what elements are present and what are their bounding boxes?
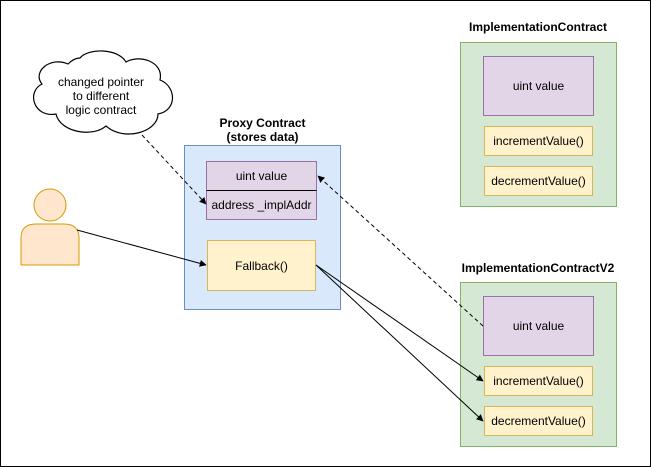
pointer-note-connector xyxy=(141,134,207,205)
proxy-title-line1: Proxy Contract xyxy=(219,116,306,130)
proxy-title-line2: (stores data) xyxy=(226,130,299,144)
impl-v1-title: ImplementationContract xyxy=(468,20,607,34)
impl-v2-title: ImplementationContractV2 xyxy=(461,261,615,275)
proxy-storage-impl-addr: address _implAddr xyxy=(206,190,317,220)
impl-v2-increment-function: incrementValue() xyxy=(484,366,593,396)
proxy-title: Proxy Contract (stores data) xyxy=(184,116,341,144)
cloud-note-line2: to different xyxy=(72,89,130,103)
delegate-decrement-connector xyxy=(315,264,484,422)
user-icon xyxy=(20,188,80,266)
cloud-shape xyxy=(33,50,174,135)
proxy-fallback-function: Fallback() xyxy=(207,240,316,291)
proxy-storage-value: uint value xyxy=(206,161,317,191)
cloud-note-line1: changed pointer xyxy=(57,75,145,89)
impl-v1-increment-function: incrementValue() xyxy=(484,126,593,156)
cloud-note-line3: logic contract xyxy=(65,103,137,117)
impl-v2-uint-value: uint value xyxy=(483,296,594,356)
impl-v1-uint-value: uint value xyxy=(483,56,594,116)
delegate-increment-connector xyxy=(315,264,484,382)
impl-v2-decrement-function: decrementValue() xyxy=(484,406,593,436)
impl-v1-decrement-function: decrementValue() xyxy=(484,166,593,196)
cloud-note: changed pointer to different logic contr… xyxy=(44,75,158,117)
user-call-connector xyxy=(76,229,207,267)
storage-context-connector xyxy=(317,175,484,327)
